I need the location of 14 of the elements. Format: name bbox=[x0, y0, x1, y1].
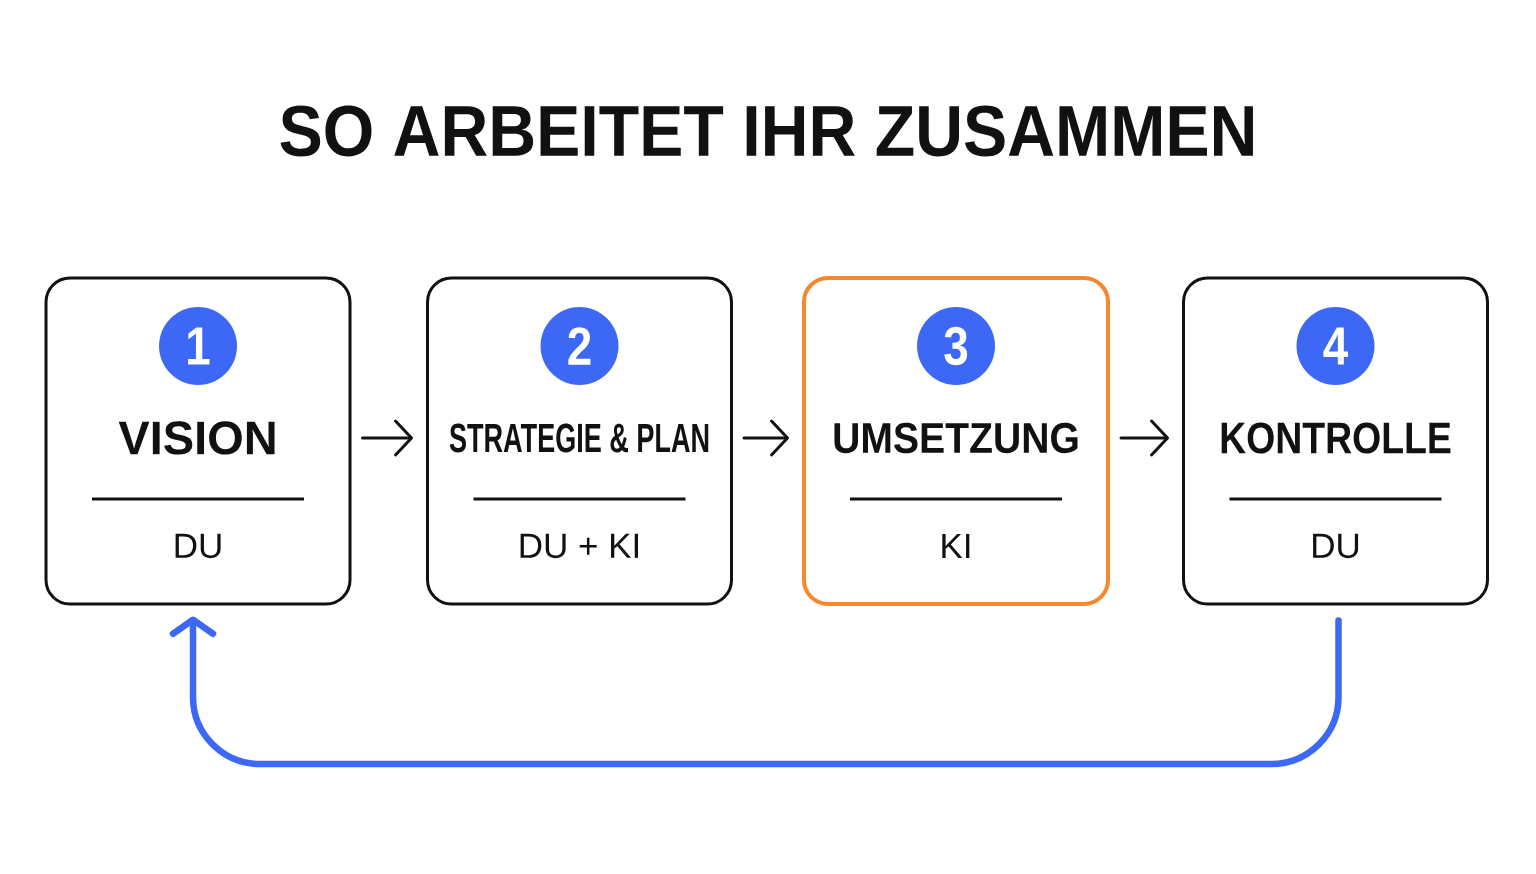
return-arrow bbox=[169, 616, 1342, 768]
step-title: UMSETZUNG bbox=[834, 422, 1078, 454]
number-badge: 3 bbox=[917, 307, 995, 385]
role-label: DU + KI bbox=[520, 533, 638, 559]
number-badge: 1 bbox=[159, 307, 237, 385]
step-title: KONTROLLE bbox=[1221, 422, 1451, 454]
role-label: DU bbox=[1313, 533, 1359, 559]
title: SO ARBEITET IHR ZUSAMMEN bbox=[280, 105, 1253, 157]
step-title: STRATEGIE & PLAN bbox=[449, 423, 709, 453]
number-badge: 2 bbox=[540, 307, 619, 385]
step-title: VISION bbox=[118, 421, 275, 455]
role-label: KI bbox=[942, 533, 970, 558]
number-badge: 4 bbox=[1296, 307, 1375, 385]
role-label: DU bbox=[175, 533, 221, 559]
